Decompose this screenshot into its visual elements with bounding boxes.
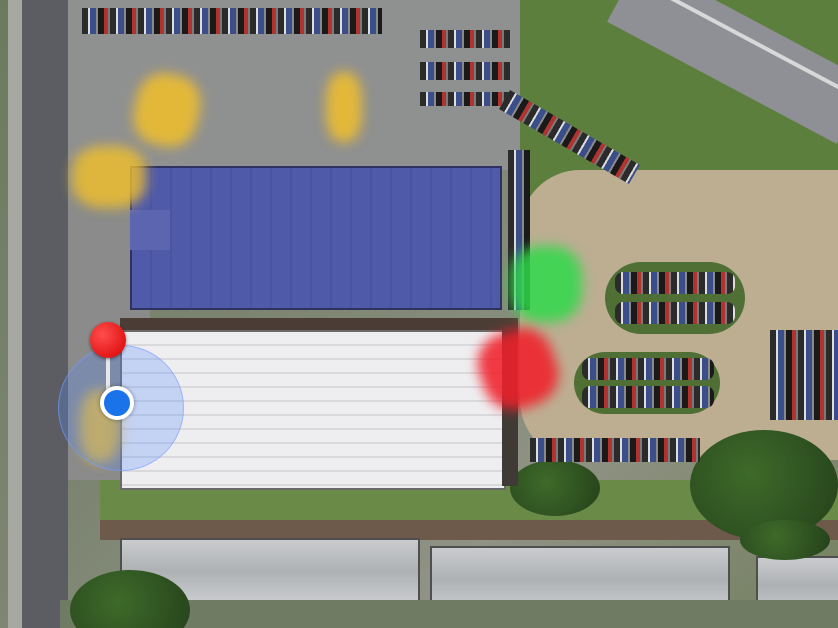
road-south	[100, 520, 838, 540]
cars-island-1b	[615, 302, 735, 324]
sidewalk-west	[8, 0, 22, 628]
cars-east-edge	[770, 330, 838, 420]
tree	[510, 460, 600, 516]
cars-island-2b	[582, 386, 714, 408]
tree	[70, 570, 190, 628]
building-white-roof	[120, 330, 506, 490]
cars-southeast-row	[530, 438, 700, 462]
tree	[740, 520, 830, 560]
cars-north-row-4	[420, 92, 510, 106]
building-divider	[120, 318, 518, 332]
cars-north-row-1	[82, 8, 382, 34]
cars-north-row-3	[420, 62, 510, 80]
map-pin-stem	[106, 354, 110, 398]
building-blue-roof	[130, 166, 502, 310]
street-west	[22, 0, 68, 628]
zone-green-1[interactable]	[510, 246, 582, 322]
map-pin-icon[interactable]	[90, 322, 126, 358]
zone-yellow-2[interactable]	[326, 72, 362, 142]
zone-yellow-3[interactable]	[72, 146, 146, 208]
current-location-icon[interactable]	[100, 386, 134, 420]
building-blue-annex	[130, 210, 170, 250]
cars-island-2	[582, 358, 714, 380]
cars-island-1	[615, 272, 735, 294]
cars-north-row-2	[420, 30, 510, 48]
